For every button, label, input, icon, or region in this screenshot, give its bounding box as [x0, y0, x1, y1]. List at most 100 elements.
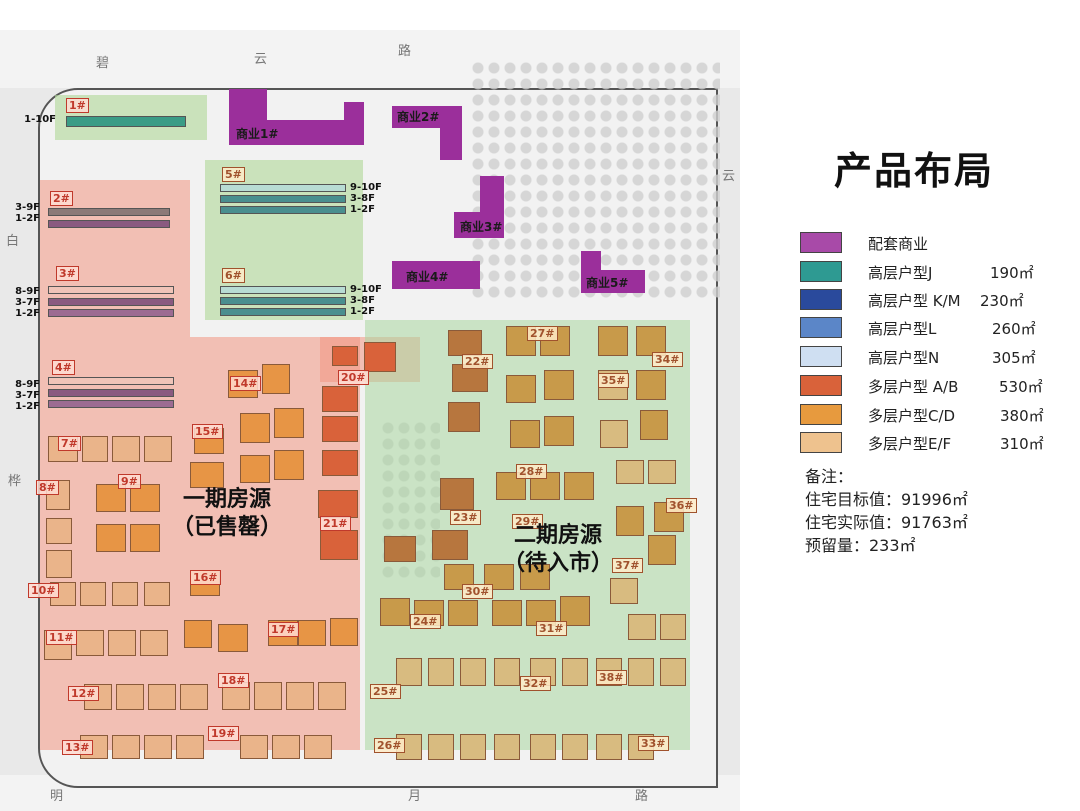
phase1-title: 一期房源	[182, 487, 271, 512]
building-6-bar	[220, 297, 346, 305]
building-tag: 20#	[338, 370, 369, 385]
villa-ab	[448, 402, 480, 432]
villa-ab	[322, 416, 358, 442]
floor-label: 3-8F	[350, 295, 375, 306]
floor-label: 1-10F	[24, 114, 56, 125]
road-char: 碧	[96, 56, 110, 71]
legend-name: 配套商业	[868, 235, 929, 253]
villa-ef	[494, 658, 520, 686]
villa-ab	[364, 342, 396, 372]
villa-ef	[140, 630, 168, 656]
building-tag: 8#	[36, 480, 59, 495]
floor-label: 1-2F	[350, 306, 375, 317]
villa-ef	[180, 684, 208, 710]
villa-cd	[544, 370, 574, 400]
building-tag: 30#	[462, 584, 493, 599]
villa-cd	[130, 524, 160, 552]
villa-ef	[254, 682, 282, 710]
floor-label: 9-10F	[350, 284, 382, 295]
legend-name: 高层户型 K/M	[868, 292, 961, 310]
commercial-label: 商业4#	[406, 270, 449, 284]
building-5-bar	[220, 206, 346, 214]
building-2-bar	[48, 208, 170, 216]
notes: 备注： 住宅目标值：91996㎡ 住宅实际值：91763㎡ 预留量：233㎡	[805, 465, 968, 557]
building-tag: 10#	[28, 583, 59, 598]
villa-cd	[616, 506, 644, 536]
commercial-1-building	[229, 120, 364, 145]
villa-cd	[184, 620, 212, 648]
villa-ef	[176, 735, 204, 759]
villa-cd	[274, 450, 304, 480]
villa-ef	[660, 658, 686, 686]
building-tag: 3#	[56, 266, 79, 281]
villa-ab	[448, 330, 482, 356]
building-tag: 4#	[52, 360, 75, 375]
villa-ef	[494, 734, 520, 760]
building-tag: 14#	[230, 376, 261, 391]
villa-ef	[108, 630, 136, 656]
road-char: 桦	[8, 474, 22, 489]
notes-actual: 住宅实际值：91763㎡	[805, 513, 968, 532]
villa-ef	[80, 582, 106, 606]
villa-ef	[396, 658, 422, 686]
villa-cd	[506, 375, 536, 403]
notes-target: 住宅目标值：91996㎡	[805, 490, 968, 509]
villa-cd	[636, 370, 666, 400]
legend-item: 高层户型N 305㎡	[800, 344, 1070, 368]
legend-area: 305㎡	[992, 349, 1036, 367]
villa-cd	[448, 600, 478, 626]
villa-ab	[384, 536, 416, 562]
villa-ef	[562, 658, 588, 686]
building-3-bar	[48, 309, 174, 317]
road-char: 路	[398, 44, 412, 59]
type-n-swatch-icon	[800, 346, 842, 367]
legend-area: 530㎡	[999, 378, 1043, 396]
villa-ef	[286, 682, 314, 710]
villa-ef	[628, 614, 656, 640]
villa-ef	[530, 734, 556, 760]
legend-item: 高层户型J 190㎡	[800, 259, 1070, 283]
villa-ef	[82, 436, 108, 462]
villa-ab	[332, 346, 358, 366]
villa-ab	[320, 530, 358, 560]
villa-ef	[272, 735, 300, 759]
villa-ef	[460, 734, 486, 760]
type-l-swatch-icon	[800, 317, 842, 338]
villa-ef	[660, 614, 686, 640]
building-2-bar	[48, 220, 170, 228]
floor-label: 3-7F	[15, 297, 40, 308]
villa-cd	[240, 413, 270, 443]
villa-cd	[506, 326, 536, 356]
villa-cd	[96, 524, 126, 552]
building-tag: 11#	[46, 630, 77, 645]
legend-item: 多层户型C/D 380㎡	[800, 402, 1070, 426]
building-tag: 27#	[527, 326, 558, 341]
commercial-2-building	[440, 106, 462, 160]
villa-cd	[492, 600, 522, 626]
road-char: 路	[635, 789, 649, 804]
villa-cd	[240, 455, 270, 483]
building-tag: 35#	[598, 373, 629, 388]
villa-ef	[610, 578, 638, 604]
legend-area: 190㎡	[990, 264, 1034, 282]
floor-label: 1-2F	[15, 401, 40, 412]
legend-name: 高层户型L	[868, 320, 937, 338]
villa-cd	[190, 462, 224, 488]
commercial-3-building	[454, 212, 504, 238]
villa-ef	[112, 436, 140, 462]
type-ab-swatch-icon	[800, 375, 842, 396]
legend-name: 多层户型 A/B	[868, 378, 959, 396]
villa-cd	[262, 364, 290, 394]
floor-label: 1-2F	[15, 213, 40, 224]
floor-label: 8-9F	[15, 286, 40, 297]
villa-ef	[600, 420, 628, 448]
villa-ef	[648, 460, 676, 484]
building-tag: 28#	[516, 464, 547, 479]
villa-ef	[616, 460, 644, 484]
legend-item: 多层户型E/F 310㎡	[800, 430, 1070, 454]
type-cd-swatch-icon	[800, 404, 842, 425]
villa-cd	[520, 564, 550, 590]
villa-ab	[432, 530, 468, 560]
commercial-label: 商业3#	[460, 220, 503, 234]
commercial-4-building	[392, 261, 480, 289]
